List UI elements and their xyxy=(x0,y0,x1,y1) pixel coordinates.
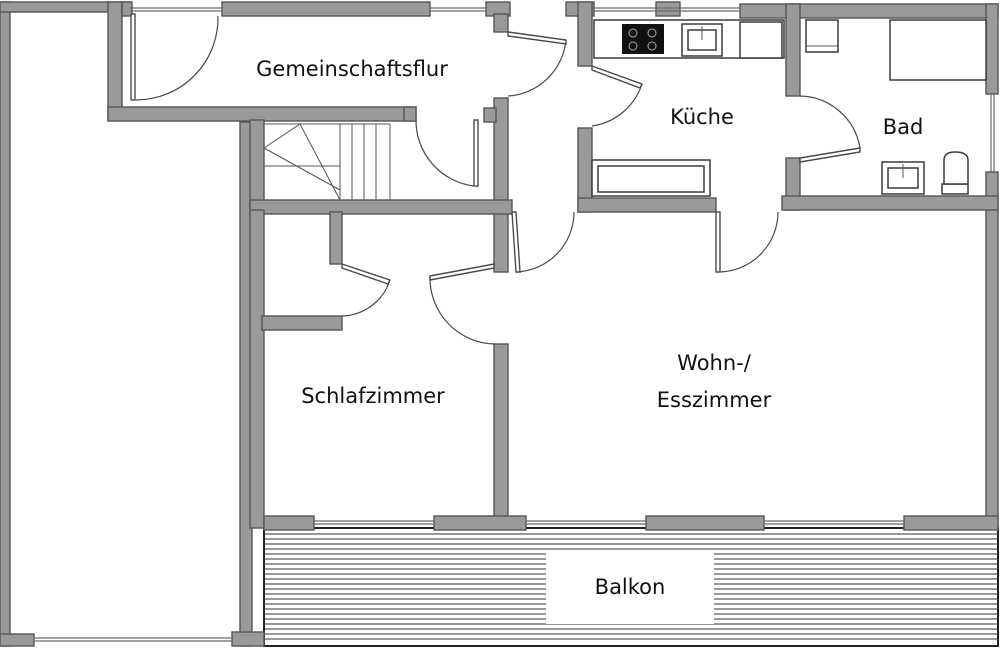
balcony xyxy=(263,527,999,647)
wall-facade-1 xyxy=(263,515,315,531)
wall-right-upper xyxy=(985,3,999,95)
washbasin-icon xyxy=(881,161,925,195)
wall-facade-3 xyxy=(645,515,765,531)
room-label-balcony: Balkon xyxy=(595,575,666,599)
wall-hall-right xyxy=(493,97,509,273)
wall-kitchen-bottom xyxy=(577,197,717,213)
door-entrance[interactable] xyxy=(130,13,219,101)
wall-strip-bottom-left xyxy=(0,633,35,647)
wall-hall-right-post xyxy=(483,107,497,123)
toilet-icon xyxy=(941,151,969,195)
balcony-label-box xyxy=(546,552,714,624)
wall-top-post-3 xyxy=(655,1,681,17)
door-bedroom[interactable] xyxy=(429,263,495,345)
wall-bedroom-right xyxy=(493,343,509,529)
cooktop-icon xyxy=(622,24,664,54)
kitchen-unit xyxy=(739,21,783,59)
staircase xyxy=(263,123,391,201)
wall-outer-left xyxy=(0,1,11,647)
door-kitchen-living[interactable] xyxy=(715,211,779,273)
door-corridor-living[interactable] xyxy=(511,211,575,273)
doors xyxy=(130,13,861,345)
wall-hall-left xyxy=(107,1,123,121)
wall-hall-top xyxy=(221,1,431,17)
washing-machine-icon xyxy=(805,19,839,53)
wall-bedroom-left xyxy=(249,209,265,529)
wall-hall-bottom xyxy=(107,106,417,122)
wall-hall-left-post xyxy=(121,1,133,17)
wall-closet-bottom xyxy=(261,315,343,331)
wall-stair-bottom xyxy=(249,199,513,215)
windows xyxy=(34,7,995,642)
room-label-hallway: Gemeinschaftsflur xyxy=(256,57,448,81)
wall-facade-4 xyxy=(903,515,999,531)
door-stair[interactable] xyxy=(415,119,479,187)
wall-kitchen-bath xyxy=(785,3,801,97)
door-bath[interactable] xyxy=(799,95,861,163)
room-label-bedroom: Schlafzimmer xyxy=(301,384,445,408)
room-labels: Gemeinschaftsflur Küche Bad Schlafzimmer… xyxy=(256,57,923,599)
room-label-bathroom: Bad xyxy=(883,115,924,139)
fixtures xyxy=(591,19,987,197)
wall-right-lower xyxy=(985,171,999,529)
room-label-kitchen: Küche xyxy=(670,105,734,129)
room-label-living-line1: Wohn-/ xyxy=(677,351,752,375)
door-kitchen[interactable] xyxy=(591,65,643,127)
wall-top-stub xyxy=(493,13,509,33)
wall-closet-stub xyxy=(329,211,343,265)
kitchen-sink-icon xyxy=(681,23,723,57)
wall-facade-2 xyxy=(433,515,527,531)
wall-top-right xyxy=(739,3,999,19)
wall-strip-bottom xyxy=(231,631,265,647)
kitchen-island-top xyxy=(597,165,705,193)
door-closet[interactable] xyxy=(341,263,391,317)
wall-hall-door-post xyxy=(403,106,417,122)
room-label-living-line2: Esszimmer xyxy=(657,388,772,412)
wall-bath-bottom xyxy=(781,195,999,211)
wall-stair-left xyxy=(249,119,265,213)
bathtub xyxy=(889,19,987,81)
wall-kitchen-left-top xyxy=(577,1,593,67)
door-hall-top[interactable] xyxy=(507,31,567,97)
